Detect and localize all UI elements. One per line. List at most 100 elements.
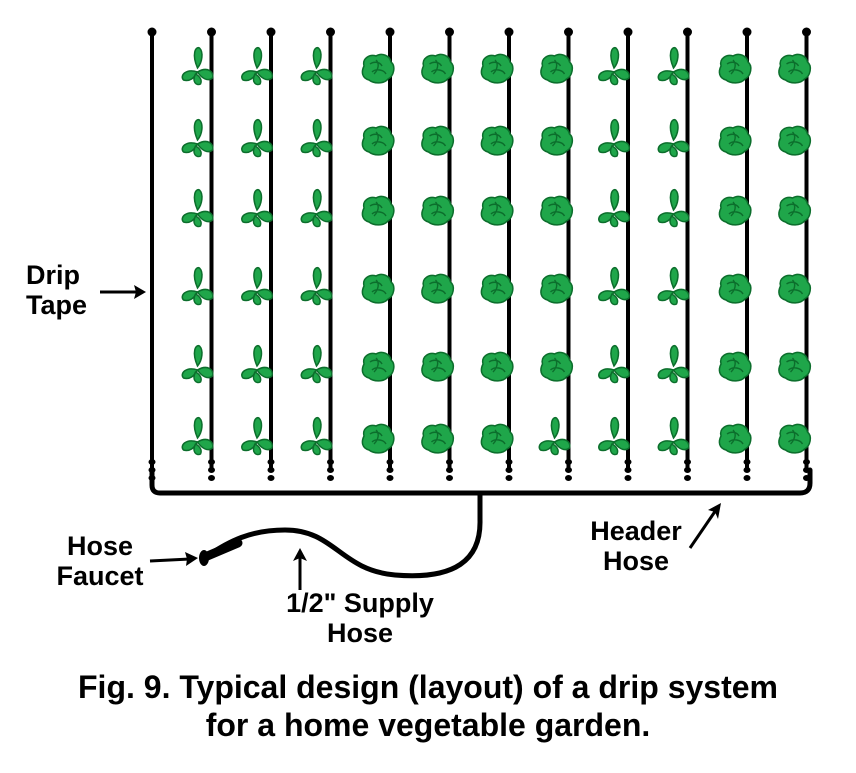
cabbage-plant [361, 351, 395, 382]
plant-leaf [672, 438, 690, 451]
plant-leaf [196, 140, 214, 153]
plant-leaf [550, 416, 560, 440]
cabbage-plant [778, 125, 812, 156]
plant-leaf [669, 72, 678, 86]
cabbage-vein [488, 429, 506, 445]
plant-leaf [612, 68, 631, 81]
cabbage-vein [726, 59, 744, 75]
plant-leaf [252, 144, 262, 158]
leafy-plant [598, 188, 631, 228]
plant-leaf [252, 214, 262, 228]
plant-leaf [612, 210, 631, 223]
plant-leaf [315, 438, 333, 451]
header-hose-arrow [688, 509, 718, 549]
cabbage-vein [786, 279, 804, 295]
leafy-plant [241, 266, 274, 306]
plant-leaf [252, 292, 262, 306]
leafy-plant [241, 46, 274, 86]
plant-leaf [312, 292, 321, 306]
leafy-plant [241, 118, 274, 158]
drip-tape-arrowhead [134, 285, 146, 299]
tape-connector [148, 459, 156, 465]
plant-leaf [193, 370, 202, 384]
leafy-plant [300, 188, 333, 228]
plant-leaf [669, 370, 678, 384]
leafy-plant [657, 46, 690, 86]
plant-leaf [609, 292, 619, 306]
tape-connector [565, 475, 572, 481]
plant-leaf [315, 288, 333, 301]
tape-connector [267, 475, 275, 481]
label-arrows [100, 285, 721, 590]
tape-connector [386, 475, 394, 481]
plant-leaf [193, 266, 203, 290]
tape-connector [743, 467, 751, 473]
cabbage-vein [369, 429, 387, 445]
plant-leaf [669, 144, 678, 158]
cabbage-plant [361, 125, 395, 156]
plant-leaf [315, 366, 333, 379]
cabbage-vein [726, 131, 744, 147]
leafy-plant [657, 266, 690, 306]
tape-connector [624, 459, 632, 465]
cabbage-vein [369, 279, 387, 295]
cabbage-vein [369, 201, 387, 217]
cabbage-plant [540, 351, 574, 382]
leafy-plant [657, 118, 690, 158]
tape-connector [684, 467, 691, 473]
tape-connector [208, 475, 215, 481]
plant-leaf [253, 188, 263, 212]
leafy-plant [598, 344, 631, 384]
plant-leaf [669, 416, 679, 440]
cabbage-plant [361, 195, 395, 226]
supply-hose-label-line1: 1/2" Supply [286, 588, 434, 618]
plant-leaf [252, 370, 262, 384]
plant-leaf [315, 68, 333, 81]
tape-connector [803, 459, 810, 465]
plant-leaf [253, 266, 263, 290]
drip-tape-end-cap [147, 27, 157, 37]
faucet-end-thick [200, 538, 243, 562]
tape-connector [505, 467, 513, 473]
tape-connector [624, 475, 632, 481]
cabbage-plant [778, 53, 812, 84]
cabbage-plant [778, 423, 812, 454]
cabbage-vein [488, 279, 506, 295]
plant-leaf [612, 438, 631, 451]
cabbage-vein [548, 59, 566, 75]
cabbage-vein [429, 201, 447, 217]
drip-tape-label-line1: Drip [26, 260, 80, 290]
plant-leaf [312, 46, 322, 70]
plant-leaf [196, 438, 214, 451]
tape-connector [684, 459, 691, 465]
tape-connector [446, 467, 453, 473]
cabbage-vein [786, 131, 804, 147]
leafy-plant [181, 344, 214, 384]
supply-hose-label-line2: Hose [326, 618, 394, 648]
header-hose-arrowhead [708, 503, 721, 519]
plant-leaf [193, 188, 203, 212]
plant-leaf [609, 370, 619, 384]
tape-connector [446, 459, 453, 465]
cabbage-vein [786, 357, 804, 373]
plant-leaf [672, 288, 690, 301]
supply-hose-arrowhead [293, 548, 307, 561]
tape-connector [267, 467, 275, 473]
tape-connector [505, 459, 513, 465]
plant-leaf [609, 214, 619, 228]
leafy-plant [181, 266, 214, 306]
plant-leaf [610, 266, 620, 290]
plant-leaf [193, 292, 202, 306]
drip-tape-end-cap [802, 27, 811, 37]
tape-connector [624, 467, 632, 473]
drip-tape-end-cap [564, 27, 573, 37]
tape-connector [743, 475, 751, 481]
plant-leaf [193, 144, 202, 158]
plant-leaf [193, 416, 203, 440]
cabbage-vein [488, 131, 506, 147]
tape-connector [743, 459, 751, 465]
cabbage-plant [421, 273, 455, 304]
plant-leaf [609, 442, 619, 456]
plant-leaf [193, 442, 202, 456]
cabbage-vein [488, 357, 506, 373]
